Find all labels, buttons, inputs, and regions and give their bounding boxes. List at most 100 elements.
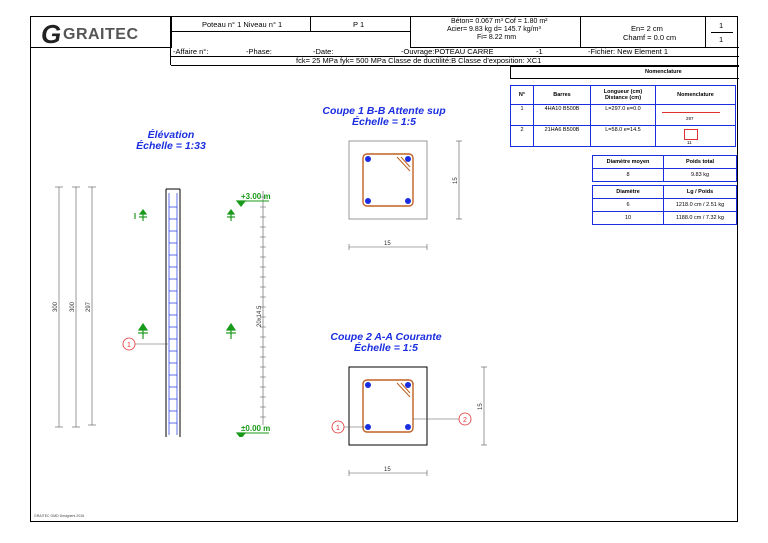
callout-section2-2 xyxy=(458,412,472,426)
info-row-line xyxy=(171,56,739,57)
diameters-header-row: Diamètre Lg / Poids xyxy=(592,185,737,199)
section2-rebar xyxy=(365,424,371,430)
logo-name: GRAITEC xyxy=(63,26,139,43)
page-number: 1 xyxy=(719,21,724,30)
nomenclature-table: N° Barres Longueur (cm) Distance (cm) No… xyxy=(510,85,736,147)
lg-poids-value: 1188.0 cm / 7.32 kg xyxy=(663,211,737,225)
quantities-cell: Béton= 0.067 m³ Cof = 1.80 m² Acier= 9.8… xyxy=(411,17,581,48)
logo-box: G GRAITEC xyxy=(31,17,171,49)
totals-table: Diamètre moyen Poids total 8 9.83 kg xyxy=(592,155,737,182)
dim-297: 297 xyxy=(86,301,92,312)
phase-field: -Phase: xyxy=(246,47,272,56)
fi-quantity: Fi= 8.22 mm xyxy=(477,34,517,41)
section1-dim-width: 15 xyxy=(384,241,391,247)
section1-rebar xyxy=(405,198,411,204)
info-row xyxy=(171,32,411,48)
bar-shape-label: 297 xyxy=(686,116,694,121)
logo-symbol: G xyxy=(41,19,62,49)
col-no: N° xyxy=(510,85,534,105)
page-total: 1 xyxy=(719,35,724,44)
element-cell: Poteau n° 1 Niveau n° 1 xyxy=(171,17,311,32)
elevation-scale: Échelle = 1:33 xyxy=(136,140,206,152)
col-diametre: Diamètre xyxy=(592,185,664,199)
row-longueur: L=297.0 e=0.0 xyxy=(590,104,656,126)
diametre-moyen-value: 8 xyxy=(592,168,664,182)
section1-title: Coupe 1 B-B Attente sup Échelle = 1:5 xyxy=(299,106,469,128)
level-top-label: +3.00 m xyxy=(241,192,271,201)
section2-title: Coupe 2 A-A Courante Échelle = 1:5 xyxy=(306,332,466,354)
dim-stirrup-spacing: 20x14.5 xyxy=(257,305,263,327)
bar-shape-label: 11 xyxy=(687,140,692,145)
ouvrage-number: -1 xyxy=(536,47,543,56)
section1-stirrup xyxy=(362,153,414,207)
dim-300-outer: 300 xyxy=(53,301,59,312)
diametre-value: 10 xyxy=(592,211,664,225)
section1-title-text: Coupe 1 B-B Attente sup xyxy=(322,105,446,117)
section1-drawing: 15 15 xyxy=(348,140,462,250)
lg-poids-value: 1218.0 cm / 2.51 kg xyxy=(663,198,737,212)
bar-shape-stirrup xyxy=(684,129,698,140)
section2-drawing: 1 2 15 15 xyxy=(331,366,487,476)
ouvrage-field: -Ouvrage:POTEAU CARRE xyxy=(401,47,494,56)
cover-cell: En= 2 cm Chamf = 0.0 cm xyxy=(581,17,706,48)
callout-1-circle xyxy=(122,337,136,351)
page-cell: 1 1 xyxy=(706,17,739,48)
section2-rebar xyxy=(405,424,411,430)
section2-dim-height: 15 xyxy=(478,403,484,410)
column-outline xyxy=(165,188,181,437)
mark-cell: P 1 xyxy=(311,17,411,32)
enrobage: En= 2 cm xyxy=(631,24,663,33)
callout-1-label: 1 xyxy=(127,342,131,349)
callout-section2-1 xyxy=(331,420,345,434)
elevation-title-text: Élévation xyxy=(147,129,195,141)
table-row: 8 9.83 kg xyxy=(592,168,737,182)
nomenclature-title: Nomenclature xyxy=(645,69,682,75)
table-row: 6 1218.0 cm / 2.51 kg xyxy=(592,198,737,212)
section2-concrete xyxy=(348,366,428,446)
section1-rebar xyxy=(405,156,411,162)
table-row: 10 1188.0 cm / 7.32 kg xyxy=(592,211,737,225)
section1-dim-height: 15 xyxy=(453,177,459,184)
nomenclature-header-row: N° Barres Longueur (cm) Distance (cm) No… xyxy=(510,85,736,105)
diameters-table: Diamètre Lg / Poids 6 1218.0 cm / 2.51 k… xyxy=(592,185,737,225)
acier-quantity: Acier= 9.83 kg d= 145.7 kg/m³ xyxy=(447,26,541,33)
section2-stirrup xyxy=(362,379,414,433)
bar-shape-straight xyxy=(662,112,720,113)
table-row: 2 21HA6 B500B L=58.0 e=14.5 11 xyxy=(510,125,736,147)
materials-field: fck= 25 MPa fyk= 500 MPa Classe de ducti… xyxy=(296,56,542,65)
nomenclature-header: Nomenclature xyxy=(510,66,739,79)
date-field: -Date: xyxy=(313,47,334,56)
section2-title-text: Coupe 2 A-A Courante xyxy=(330,331,442,343)
section2-scale: Échelle = 1:5 xyxy=(354,342,418,354)
callout-section2-1-label: 1 xyxy=(336,425,340,432)
col-diametre-moyen: Diamètre moyen xyxy=(592,155,664,169)
section2-rebar xyxy=(365,382,371,388)
column-rebars xyxy=(168,193,178,435)
element-mark: P 1 xyxy=(353,20,365,29)
section1-concrete xyxy=(348,140,428,220)
page-fraction-line xyxy=(711,32,733,33)
section1-scale: Échelle = 1:5 xyxy=(352,116,416,128)
col-barres: Barres xyxy=(533,85,591,105)
section1-rebar xyxy=(365,198,371,204)
affaire-field: -Affaire n°: xyxy=(173,47,209,56)
totals-header-row: Diamètre moyen Poids total xyxy=(592,155,737,169)
row-shape: 11 xyxy=(655,125,736,147)
section1-rebar xyxy=(365,156,371,162)
beton-quantity: Béton= 0.067 m³ Cof = 1.80 m² xyxy=(451,18,548,25)
diametre-value: 6 xyxy=(592,198,664,212)
row-no: 2 xyxy=(510,125,534,147)
callout-section2-2-label: 2 xyxy=(463,417,467,424)
section2-rebar xyxy=(405,382,411,388)
poids-total-value: 9.83 kg xyxy=(663,168,737,182)
level-bottom-label: ±0.00 m xyxy=(241,424,270,433)
col-poids-total: Poids total xyxy=(663,155,737,169)
col-longueur: Longueur (cm) Distance (cm) xyxy=(590,85,656,105)
dim-300-inner: 300 xyxy=(70,301,76,312)
row-barres: 4HA10 B500B xyxy=(533,104,591,126)
section2-dim-width: 15 xyxy=(384,467,391,473)
drawing-sheet: G GRAITEC Poteau n° 1 Niveau n° 1 P 1 Bé… xyxy=(30,16,739,522)
element-name: Poteau n° 1 Niveau n° 1 xyxy=(202,20,283,29)
title-block-bottom xyxy=(171,65,739,66)
footer-credit: GRAITEC OMD Designers 2016 xyxy=(34,514,85,518)
